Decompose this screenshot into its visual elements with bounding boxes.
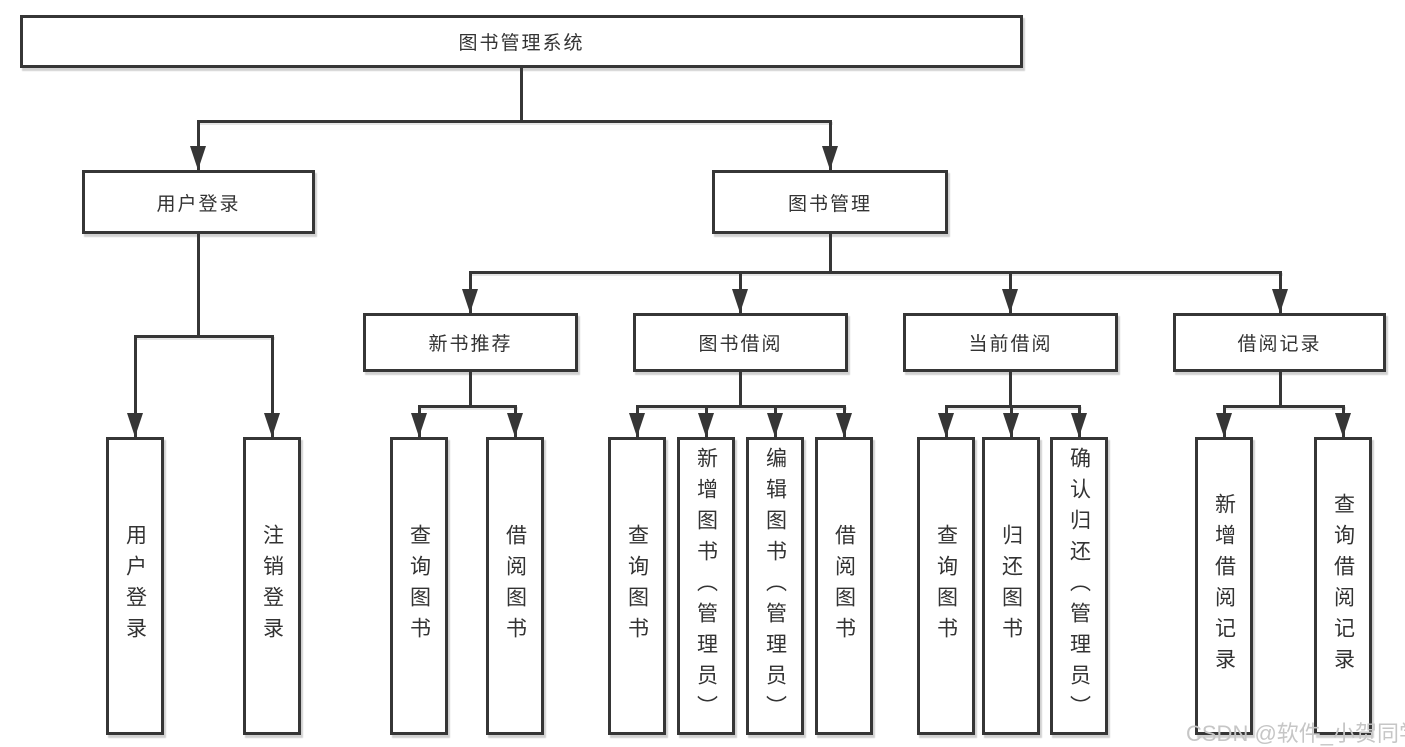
node-label: 图书管理系统 bbox=[458, 33, 585, 54]
csdn-watermark: CSDN @软件_小贺同学 bbox=[1186, 721, 1405, 746]
arrowhead-down-icon bbox=[1002, 289, 1018, 313]
node-user-login: 用户登录 bbox=[82, 170, 315, 234]
node-label: 编辑图书（管理员） bbox=[763, 446, 787, 726]
arrowhead-down-icon bbox=[836, 413, 852, 437]
connector-stem bbox=[829, 234, 832, 271]
node-label: 注销登录 bbox=[260, 524, 284, 648]
node-label: 借阅图书 bbox=[832, 524, 856, 648]
node-new-book-recommend: 新书推荐 bbox=[363, 313, 578, 372]
arrowhead-down-icon bbox=[127, 413, 143, 437]
connector-stem bbox=[1279, 372, 1282, 405]
connector-bar bbox=[134, 335, 274, 338]
node-label: 归还图书 bbox=[999, 524, 1023, 648]
node-leaf-query-book-current: 查询图书 bbox=[917, 437, 975, 735]
arrowhead-down-icon bbox=[938, 413, 954, 437]
node-label: 用户登录 bbox=[123, 524, 147, 648]
node-label: 借阅记录 bbox=[1237, 334, 1322, 355]
node-borrow-records: 借阅记录 bbox=[1173, 313, 1386, 372]
connector-bar bbox=[469, 271, 1282, 274]
node-leaf-query-book-recommend: 查询图书 bbox=[390, 437, 448, 735]
node-label: 新增借阅记录 bbox=[1212, 493, 1236, 679]
arrowhead-down-icon bbox=[462, 289, 478, 313]
node-label: 查询借阅记录 bbox=[1331, 493, 1355, 679]
node-label: 新书推荐 bbox=[428, 334, 513, 355]
connector-stem bbox=[739, 372, 742, 405]
arrowhead-down-icon bbox=[190, 146, 206, 170]
node-label: 图书借阅 bbox=[698, 334, 783, 355]
connector-stem bbox=[134, 335, 137, 437]
node-label: 借阅图书 bbox=[503, 524, 527, 648]
node-leaf-add-borrow-record: 新增借阅记录 bbox=[1195, 437, 1253, 735]
connector-root-stem bbox=[520, 68, 523, 120]
node-leaf-logout: 注销登录 bbox=[243, 437, 301, 735]
connector-stem bbox=[1009, 372, 1012, 405]
arrowhead-down-icon bbox=[1272, 289, 1288, 313]
arrowhead-down-icon bbox=[507, 413, 523, 437]
node-leaf-user-login: 用户登录 bbox=[106, 437, 164, 735]
connector-stem bbox=[829, 120, 832, 170]
node-current-borrow: 当前借阅 bbox=[903, 313, 1118, 372]
node-label: 当前借阅 bbox=[968, 334, 1053, 355]
connector-stem bbox=[197, 234, 200, 335]
connector-stem bbox=[271, 335, 274, 437]
arrowhead-down-icon bbox=[698, 413, 714, 437]
arrowhead-down-icon bbox=[732, 289, 748, 313]
node-book-management: 图书管理 bbox=[712, 170, 948, 234]
node-label: 查询图书 bbox=[407, 524, 431, 648]
arrowhead-down-icon bbox=[822, 146, 838, 170]
node-leaf-confirm-return-admin: 确认归还（管理员） bbox=[1050, 437, 1108, 735]
arrowhead-down-icon bbox=[629, 413, 645, 437]
arrowhead-down-icon bbox=[1003, 413, 1019, 437]
arrowhead-down-icon bbox=[1071, 413, 1087, 437]
connector-root-bar bbox=[197, 120, 832, 123]
arrowhead-down-icon bbox=[767, 413, 783, 437]
connector-bar bbox=[636, 405, 846, 408]
node-leaf-borrow-book-recommend: 借阅图书 bbox=[486, 437, 544, 735]
connector-stem bbox=[197, 120, 200, 170]
node-book-borrow: 图书借阅 bbox=[633, 313, 848, 372]
node-leaf-query-borrow-record: 查询借阅记录 bbox=[1314, 437, 1372, 735]
node-label: 用户登录 bbox=[156, 193, 241, 215]
arrowhead-down-icon bbox=[1335, 413, 1351, 437]
node-leaf-edit-book-admin: 编辑图书（管理员） bbox=[746, 437, 804, 735]
node-label: 确认归还（管理员） bbox=[1067, 446, 1091, 726]
node-label: 查询图书 bbox=[934, 524, 958, 648]
node-leaf-return-book: 归还图书 bbox=[982, 437, 1040, 735]
connector-bar bbox=[418, 405, 517, 408]
arrowhead-down-icon bbox=[1216, 413, 1232, 437]
connector-bar bbox=[945, 405, 1081, 408]
node-leaf-query-book-borrow: 查询图书 bbox=[608, 437, 666, 735]
node-leaf-borrow-book: 借阅图书 bbox=[815, 437, 873, 735]
node-label: 新增图书（管理员） bbox=[694, 446, 718, 726]
connector-bar bbox=[1223, 405, 1345, 408]
node-label: 图书管理 bbox=[787, 193, 872, 215]
arrowhead-down-icon bbox=[264, 413, 280, 437]
connector-stem bbox=[469, 372, 472, 405]
node-library-management-system: 图书管理系统 bbox=[20, 15, 1023, 68]
node-leaf-add-book-admin: 新增图书（管理员） bbox=[677, 437, 735, 735]
arrowhead-down-icon bbox=[411, 413, 427, 437]
node-label: 查询图书 bbox=[625, 524, 649, 648]
